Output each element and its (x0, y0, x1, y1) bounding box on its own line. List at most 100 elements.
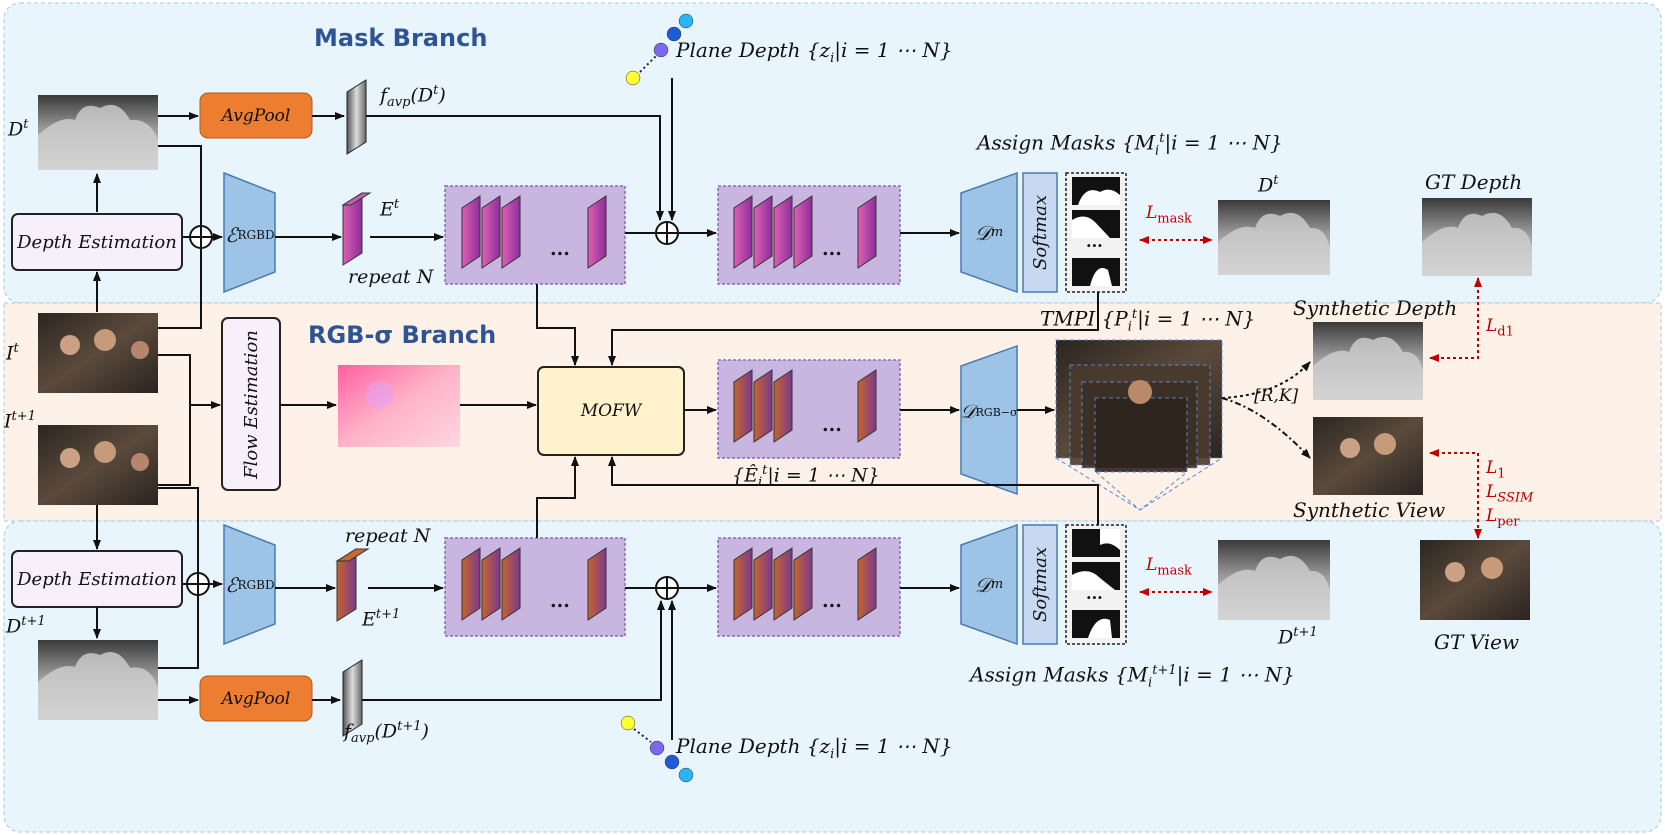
depth-estimation-label-top: Depth Estimation (17, 231, 177, 253)
label-Dt: Dt (8, 118, 28, 139)
decoder-rgb-sub: RGB−σ (975, 405, 1018, 419)
decoder-sub-top: m (990, 225, 1004, 240)
ellipsis-mask-top: ... (1086, 232, 1103, 251)
favp-bottom-arg: (D (374, 720, 398, 743)
loss-mask-top: Lmask (1146, 205, 1192, 227)
tmpi-sub: i (1127, 319, 1132, 335)
depth-estimation-label-bottom: Depth Estimation (17, 568, 177, 590)
decoder-mask-bottom (960, 523, 1018, 646)
label-gt-view: GT View (1434, 630, 1520, 654)
decoder-mask-top (960, 171, 1018, 294)
loss-l1-sub: 1 (1497, 466, 1506, 482)
label-Dt-right: Dt (1258, 174, 1278, 195)
loss-mask-bottom-sub: mask (1157, 563, 1192, 579)
label-favp-bottom: favp(Dt+1) (344, 720, 429, 745)
plane-depth-dots-bottom (620, 715, 694, 783)
loss-ssim-sub: SSIM (1497, 490, 1534, 506)
depth-estimation-box-top (11, 213, 183, 271)
decoder-symbol-bottom: 𝒟 (974, 572, 991, 597)
loss-per: Lper (1486, 508, 1520, 530)
mask-branch-title: Mask Branch (314, 24, 488, 52)
avgpool-label-bottom: AvgPool (221, 688, 291, 709)
label-It-text: I (6, 342, 14, 365)
depth-image-t1 (38, 640, 158, 720)
avgpool-label-top: AvgPool (221, 105, 291, 126)
ellipsis-concat-bottom: ... (822, 590, 842, 612)
favp-top-sup: t (433, 83, 439, 98)
ellipsis-concat-top: ... (822, 238, 842, 260)
label-Dt-right-text: D (1258, 174, 1274, 197)
loss-mask-top-sub: mask (1157, 211, 1192, 227)
plus-plane-bottom (655, 576, 679, 600)
assign-bottom-sup: t+1 (1152, 663, 1177, 678)
label-repeat-bottom: repeat N (345, 525, 431, 547)
ellipsis-repeat-bottom: ... (550, 590, 570, 612)
favp-bottom-sub: avp (351, 731, 375, 747)
favp-top-arg: (D (410, 84, 434, 107)
loss-l1: L1 (1486, 458, 1506, 482)
ellipsis-warped: ... (822, 414, 842, 436)
assign-bottom-rest: |i = 1 ⋯ N} (1176, 662, 1295, 687)
tmpi-layers (1055, 339, 1223, 511)
loss-l1-L: L (1486, 458, 1498, 478)
ehat-text: {Ê (732, 464, 758, 487)
softmax-box-bottom (1022, 524, 1058, 645)
label-plane-depth-bottom: Plane Depth {zi|i = 1 ⋯ N} (676, 736, 953, 761)
ellipsis-repeat-top: ... (550, 238, 570, 260)
plane-depth-top-sub: i (830, 51, 835, 66)
assign-bottom-sub: i (1148, 675, 1153, 691)
encoder-rgbd-top (223, 171, 276, 294)
tmpi-text: TMPI {P (1040, 306, 1128, 331)
label-Dt1-text: D (6, 615, 22, 638)
plane-depth-dots-top (625, 13, 694, 86)
label-Dt1-right: Dt+1 (1278, 626, 1318, 647)
ehat-sup: t (762, 463, 768, 478)
feature-Et (341, 192, 372, 266)
feature-Et1 (335, 548, 370, 622)
plane-depth-bottom-text: Plane Depth {z (676, 734, 831, 758)
concat-plus-top (189, 225, 213, 249)
mask-stack-top (1065, 172, 1127, 293)
assign-top-sub: i (1155, 143, 1160, 159)
plane-depth-top-rest: |i = 1 ⋯ N} (834, 38, 953, 62)
rgb-branch-title: RGB-σ Branch (308, 321, 497, 349)
loss-ssim-L: L (1486, 482, 1498, 502)
decoder-rgb-symbol: 𝒟 (960, 401, 976, 423)
gt-view-image (1420, 540, 1530, 620)
encoder-sub-top: RGBD (237, 228, 275, 242)
softmax-label-top: Softmax (1023, 173, 1057, 292)
ehat-sub: i (757, 475, 763, 491)
loss-d1-sub: d1 (1497, 324, 1514, 340)
concat-plus-bottom (186, 572, 210, 596)
rgb-image-t (38, 313, 158, 393)
stack-repeat-top-blocks (461, 195, 607, 269)
label-Et1-text: E (362, 608, 376, 631)
label-favp-top: favp(Dt) (380, 84, 446, 109)
gt-depth-image (1422, 198, 1532, 276)
assign-bottom-text: Assign Masks {M (970, 662, 1149, 687)
label-synthetic-depth: Synthetic Depth (1293, 296, 1458, 320)
ellipsis-mask-bottom: ... (1086, 584, 1103, 603)
decoder-sub-bottom: m (990, 577, 1004, 592)
loss-mask-bottom-L: L (1146, 555, 1158, 575)
loss-per-sub: per (1497, 514, 1520, 530)
depth-image-right-t (1218, 200, 1330, 275)
label-Dt1-right-text: D (1278, 626, 1294, 649)
loss-d1: Ld1 (1486, 318, 1514, 340)
favp-bottom-sup: t+1 (397, 719, 422, 734)
label-Et1: Et+1 (362, 608, 400, 629)
favp-slice-top (346, 79, 367, 155)
label-synthetic-view: Synthetic View (1293, 498, 1446, 522)
flow-estimation-text: Flow Estimation (240, 329, 262, 479)
encoder-sub-bottom: RGBD (237, 578, 275, 592)
label-plane-depth-top: Plane Depth {zi|i = 1 ⋯ N} (676, 40, 953, 65)
label-Dt-text: D (8, 118, 24, 141)
loss-mask-bottom: Lmask (1146, 555, 1192, 579)
softmax-text-top: Softmax (1029, 194, 1051, 271)
